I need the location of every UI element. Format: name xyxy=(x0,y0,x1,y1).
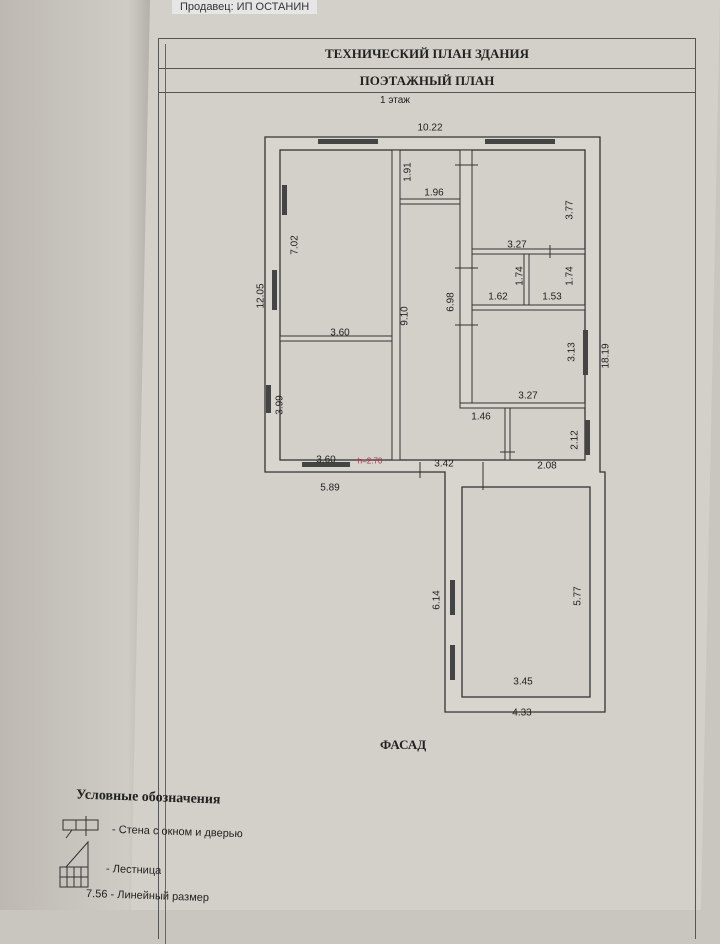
window xyxy=(318,139,378,144)
dimension-label: 3.60 xyxy=(330,327,350,339)
interior-wall xyxy=(504,407,511,461)
dimension-label: 2.12 xyxy=(569,430,581,450)
dimension-label: 2.08 xyxy=(537,460,557,472)
floor-plan xyxy=(264,136,606,713)
dimension-label: 1.74 xyxy=(564,266,576,286)
divider xyxy=(158,92,696,93)
window xyxy=(450,645,455,680)
dimension-label: 5.89 xyxy=(320,482,340,494)
document-title: ТЕХНИЧЕСКИЙ ПЛАН ЗДАНИЯ xyxy=(324,46,529,61)
legend-icons xyxy=(59,816,99,888)
interior-wall xyxy=(391,149,401,461)
dimension-label: 1.74 xyxy=(514,266,526,286)
dimension-label: 5.77 xyxy=(572,586,584,606)
dimension-label: 1.62 xyxy=(488,291,508,303)
window xyxy=(583,330,588,375)
dimension-label: 9.10 xyxy=(399,306,411,326)
dimension-label: 1.53 xyxy=(542,291,562,303)
interior-wall xyxy=(471,304,586,311)
page-frame-inner xyxy=(165,44,686,944)
dimension-label: 3.42 xyxy=(434,458,454,470)
window xyxy=(272,270,277,310)
divider xyxy=(158,68,696,69)
dimension-label: 3.27 xyxy=(518,390,538,402)
dimension-label: 1.46 xyxy=(471,411,491,423)
dimension-label: 1.96 xyxy=(424,187,444,199)
dimension-label: 3.60 xyxy=(316,454,336,466)
dimension-label: 1.91 xyxy=(402,162,414,182)
window xyxy=(485,139,555,144)
dimension-label: 18.19 xyxy=(600,343,612,369)
dimension-label: 3.27 xyxy=(507,239,527,251)
floor-label: 1 этаж xyxy=(380,95,410,106)
interior-wall xyxy=(399,198,461,205)
dimension-label: 12.05 xyxy=(255,283,267,309)
dimension-label: 10.22 xyxy=(417,122,443,134)
seller-caption: Продавец: ИП ОСТАНИН xyxy=(172,0,318,14)
interior-wall xyxy=(279,335,393,342)
wall-window-door-icon xyxy=(62,816,99,839)
dimension-label: 6.14 xyxy=(431,590,443,610)
interior-wall xyxy=(459,149,473,406)
interior-wall xyxy=(459,402,586,409)
dimension-label: 3.13 xyxy=(566,342,578,362)
window xyxy=(585,420,590,455)
dimension-label: 7.02 xyxy=(289,235,301,255)
interior-wall xyxy=(471,248,586,255)
document-subtitle: ПОЭТАЖНЫЙ ПЛАН xyxy=(359,73,495,88)
window xyxy=(266,385,271,413)
legend-stairs: - Лестница xyxy=(105,863,162,877)
dimension-label: 4.33 xyxy=(512,707,532,719)
page-frame xyxy=(158,38,696,939)
facade-label: ФАСАД xyxy=(380,737,427,752)
ceiling-height-label: h=2.70 xyxy=(357,456,383,466)
dimension-label: 3.77 xyxy=(564,200,576,220)
window xyxy=(302,462,350,467)
dimension-label: 3.45 xyxy=(513,676,533,688)
window xyxy=(450,580,455,615)
stairs-icon xyxy=(59,840,89,888)
room-annex xyxy=(461,486,591,698)
window xyxy=(282,185,287,215)
dimension-label: 3.99 xyxy=(274,395,286,415)
dimension-label: 6.98 xyxy=(445,292,457,312)
